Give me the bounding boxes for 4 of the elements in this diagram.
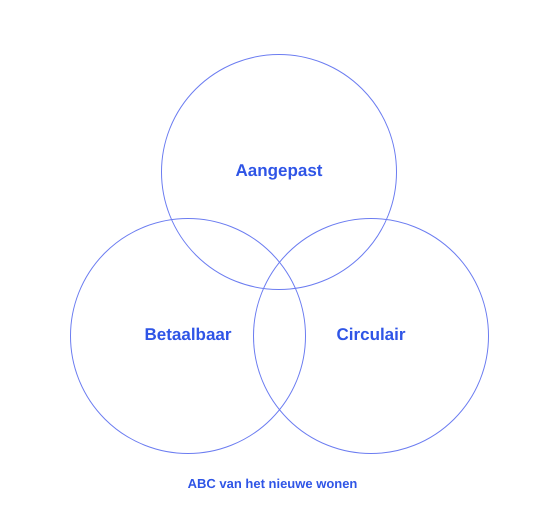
circle-label: Aangepast [236,161,322,180]
circle-label: Circulair [336,325,406,344]
circle-label: Betaalbaar [144,325,232,344]
caption: ABC van het nieuwe wonen [188,476,358,491]
